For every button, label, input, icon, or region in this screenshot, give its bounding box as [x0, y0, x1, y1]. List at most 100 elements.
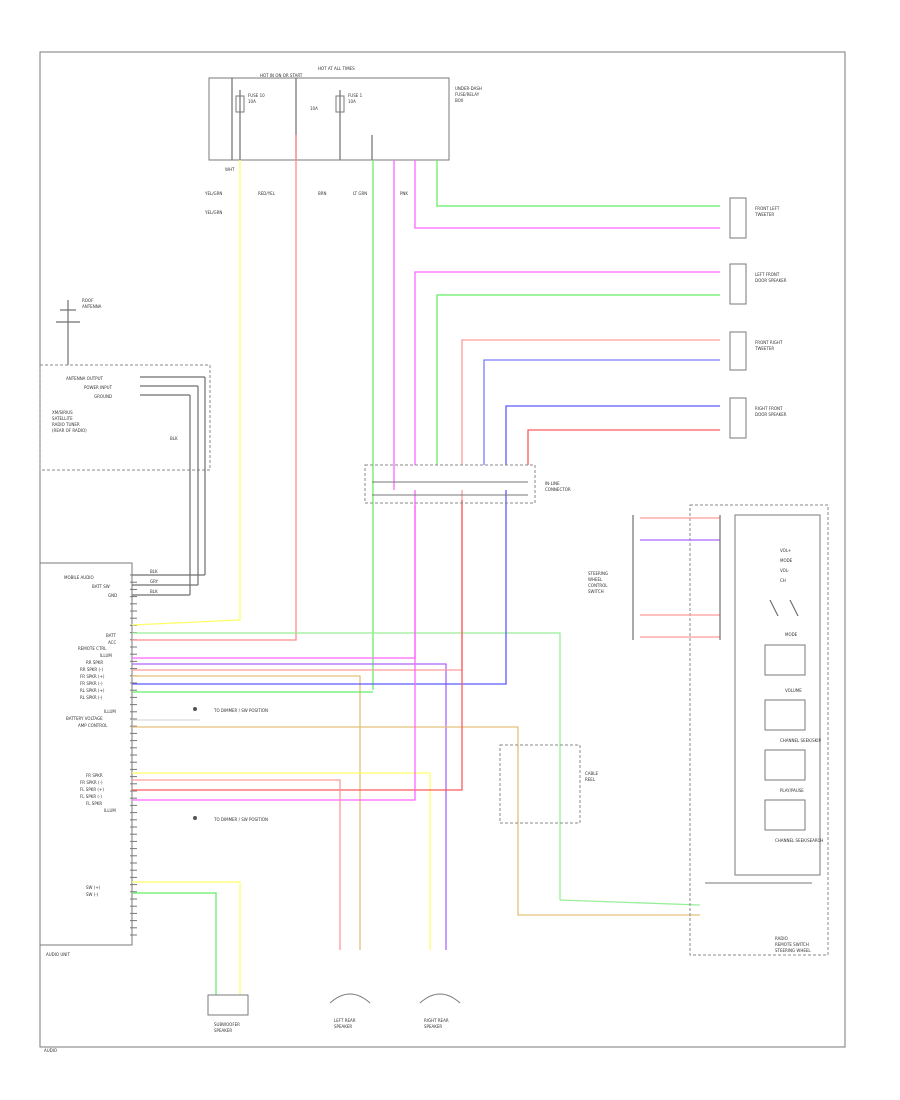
fuse-b-line2: 10A [348, 99, 356, 104]
steering-spring-2: REMOTE SWITCH [775, 942, 809, 947]
steering-label-2: WHEEL [588, 577, 603, 582]
audio-pin: FL SPKR (+) [80, 787, 104, 792]
xm-pin-2: POWER INPUT [84, 385, 113, 390]
connector-label-1: IN-LINE [545, 481, 560, 486]
audio-pin: RL SPKR (+) [80, 688, 105, 693]
fuse-a-line2: 10A [248, 99, 256, 104]
fuse-box-label-3: BOX [455, 98, 464, 103]
audio-pin: FR SPKR (+) [80, 674, 105, 679]
wire-tan-amp [132, 726, 700, 916]
tweeter-fl-label-1: FRONT LEFT [755, 206, 780, 211]
wire-magenta-fl [132, 505, 416, 801]
lr-label-1: LEFT REAR [334, 1018, 356, 1023]
wire-yellow-sub [132, 881, 241, 995]
wire-label: BLK [150, 589, 158, 594]
lr-label-2: SPEAKER [334, 1024, 352, 1029]
cable-reel-label-2: REEL [585, 777, 596, 782]
wire-red-front [527, 429, 720, 465]
audio-pin: BATT SW [92, 584, 110, 589]
audio-pin-ticks [130, 574, 137, 936]
wire-yellow-fr [132, 772, 431, 950]
sub-label-1: SUBWOOFER [214, 1022, 240, 1027]
steering-term-4: CH [780, 578, 786, 583]
wire-label: BRN [318, 191, 327, 196]
wire-label: LT GRN [353, 191, 367, 196]
in-line-connector: IN-LINE CONNECTOR [364, 464, 571, 504]
audio-pin: FL SPKR [86, 801, 102, 806]
rr-label-2: SPEAKER [424, 1024, 442, 1029]
wire-blue-front [505, 405, 720, 465]
wire-label: YEL/GRN [204, 210, 222, 215]
wire-magenta-tweeter-top [414, 160, 720, 229]
audio-pin: REMOTE CTRL [78, 646, 107, 651]
roof-antenna: ROOF ANTENNA [56, 298, 102, 365]
audio-pin: RL SPKR (-) [80, 695, 103, 700]
wire-pink-fr [132, 490, 463, 671]
wire-blue-rl [132, 490, 507, 685]
colored-wires [131, 135, 720, 995]
audio-unit-label: AUDIO UNIT [46, 952, 70, 957]
wire-label: GRY [150, 579, 159, 584]
sub-label-2: SPEAKER [214, 1028, 232, 1033]
switch-label: PLAY/PAUSE [780, 788, 804, 793]
fuse-b-line1: FUSE 1 [348, 93, 363, 98]
rr-label-1: RIGHT REAR [424, 1018, 449, 1023]
audio-pin: RR SPKR (-) [80, 667, 103, 672]
antenna-label-1: ROOF [82, 298, 94, 303]
switch-label: CHANNEL SEEK/SKIP [780, 738, 821, 743]
fuse-c: 10A [310, 106, 318, 111]
wire-red-fl [132, 500, 463, 791]
wire-label: RED/YEL [258, 191, 276, 196]
steering-spring-3: STEERING WHEEL [775, 948, 811, 953]
wire-violet-rr [132, 663, 447, 950]
xm-pin-1: ANTENNA OUTPUT [66, 376, 104, 381]
steering-spring-1: RADIO [775, 936, 788, 941]
tweeter-fl-label-2: TWEETER [754, 212, 774, 217]
audio-pin: GND [108, 593, 117, 598]
audio-pin: ILLUM [104, 709, 116, 714]
wire-green-left [436, 294, 720, 465]
antenna-label-2: ANTENNA [82, 304, 102, 309]
audio-pin: FR SPKR [86, 773, 103, 778]
audio-pin: FL SPKR (-) [80, 794, 102, 799]
signal-a: TO DIMMER / SW POSITION [213, 708, 268, 713]
door-fl-label-2: DOOR SPEAKER [755, 278, 787, 283]
wire-tan-fr [132, 675, 361, 950]
switch-label: MODE [785, 632, 798, 637]
wire-yellow-batt [131, 160, 241, 626]
left-rear-speaker: LEFT REAR SPEAKER [329, 993, 371, 1029]
wire-green-steering [559, 899, 701, 906]
wire-green-illum [132, 632, 561, 900]
xm-label-3: RADIO TUNER [52, 422, 80, 427]
wire-green-sub [132, 892, 217, 995]
speaker-connectors-right: FRONT LEFT TWEETER LEFT FRONT DOOR SPEAK… [729, 197, 787, 439]
tweeter-fr-label-2: TWEETER [754, 346, 774, 351]
audio-pin: SW (+) [86, 885, 101, 890]
audio-pin: ILLUM [104, 808, 116, 813]
fuse-box-label-1: UNDER-DASH [455, 86, 482, 91]
wire-label: WHT [225, 167, 235, 172]
subwoofer: SUBWOOFER SPEAKER [207, 994, 249, 1033]
steering-label-1: STEERING [588, 571, 608, 576]
wire-label: YEL/GRN [204, 191, 222, 196]
door-fr-label-1: RIGHT FRONT [755, 406, 783, 411]
steering-label-4: SWITCH [588, 589, 604, 594]
fuse-box-sub: HOT IN ON OR START [260, 73, 303, 78]
xm-audio-wires: BLK GRY BLK [132, 569, 205, 596]
wire-green-tweeter-top [436, 160, 720, 207]
connector-label-2: CONNECTOR [545, 487, 571, 492]
audio-pin: ACC [108, 640, 116, 645]
switch-label: CHANNEL SEEK/SEARCH [775, 838, 823, 843]
wire-blue-right [483, 359, 720, 465]
door-fl-label-1: LEFT FRONT [755, 272, 780, 277]
xm-pin-3: GROUND [94, 394, 112, 399]
fuse-wire-labels: WHT YEL/GRN YEL/GRN RED/YEL BRN LT GRN P… [204, 167, 408, 215]
fuse-box-label-2: FUSE/RELAY [455, 92, 480, 97]
wire-magenta-left [414, 271, 720, 465]
audio-pin: SW (-) [86, 892, 99, 897]
audio-pin: MOBILE AUDIO [64, 575, 94, 580]
fuse-a-line1: FUSE 10 [248, 93, 265, 98]
wire-pink-fl [132, 779, 341, 950]
audio-pin: ILLUM [100, 653, 112, 658]
tweeter-fr-label-1: FRONT RIGHT [755, 340, 783, 345]
